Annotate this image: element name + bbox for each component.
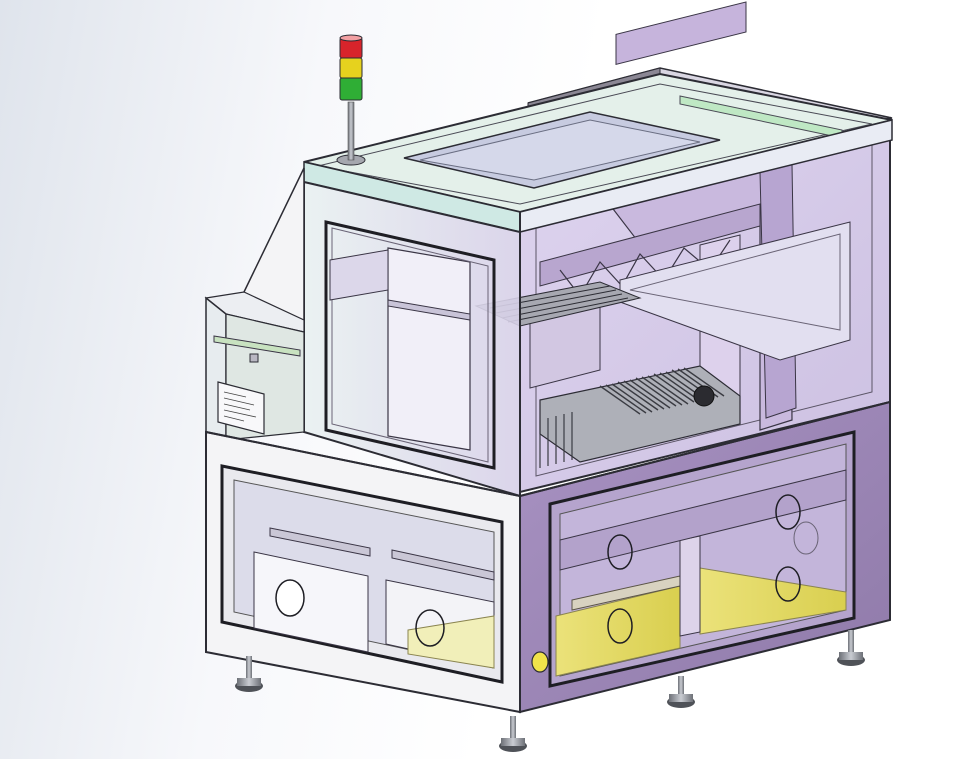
left-side-module (205, 296, 305, 442)
nameplate-icon (217, 381, 265, 435)
leveling-foot-icon (499, 716, 527, 752)
signal-tower-icon (336, 34, 366, 166)
fin-module (474, 281, 741, 468)
leveling-foot-icon (235, 656, 263, 692)
frame-edges (205, 212, 891, 712)
top-cover (303, 72, 893, 233)
leveling-foot-icon (667, 676, 695, 708)
upper-left-glass-face (303, 180, 521, 498)
lower-right-cabinet (519, 400, 891, 714)
cable-port-icon (531, 651, 549, 673)
feed-chute (204, 167, 305, 333)
leveling-foot-icon (837, 630, 865, 666)
lower-left-cabinet (205, 430, 521, 714)
